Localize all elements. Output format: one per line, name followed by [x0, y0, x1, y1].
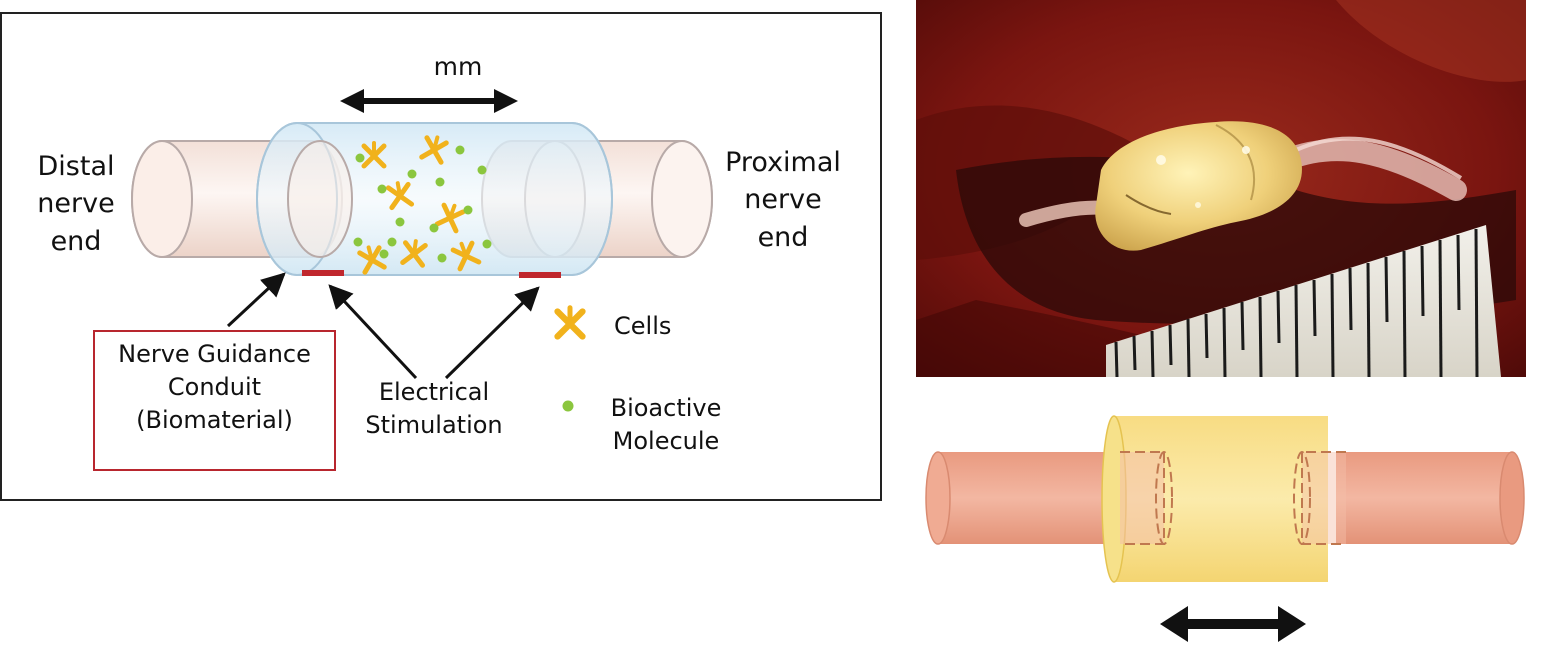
conduit-3d-illustration [916, 392, 1545, 654]
distance-arrow [340, 89, 518, 113]
distance-label: mm [433, 52, 483, 81]
conduit-label: Nerve Guidance Conduit (Biomaterial) [118, 340, 311, 435]
yellow-conduit [1101, 415, 1346, 583]
proximal-nerve-label: Proximal nerve end [725, 147, 841, 253]
surgical-photo-drawing [916, 0, 1526, 377]
right-nerve-stump [1336, 451, 1525, 545]
ruler-ticks [1114, 228, 1479, 377]
distal-nerve-label: Distal nerve end [37, 151, 115, 257]
schematic-drawing [131, 89, 713, 412]
cells-legend-label: Cells [614, 312, 672, 340]
nerve-guidance-conduit [256, 122, 613, 276]
stimulation-label: Electrical Stimulation [365, 378, 503, 440]
schematic-panel: mm Distal nerve end Proximal nerve end N… [0, 12, 882, 501]
pointer-arrows [226, 272, 540, 380]
molecule-legend-label: Bioactive Molecule [610, 394, 722, 456]
gap-arrow [1160, 606, 1306, 642]
molecule-legend-icon [562, 400, 574, 412]
molecules-in-conduit [353, 145, 492, 263]
conduit-label-box [93, 330, 336, 471]
electrodes [302, 270, 561, 278]
cell-legend-icon [558, 308, 583, 337]
left-nerve-stump [925, 451, 1126, 545]
surgical-photo [916, 0, 1526, 377]
conduit-3d-drawing [925, 415, 1525, 642]
